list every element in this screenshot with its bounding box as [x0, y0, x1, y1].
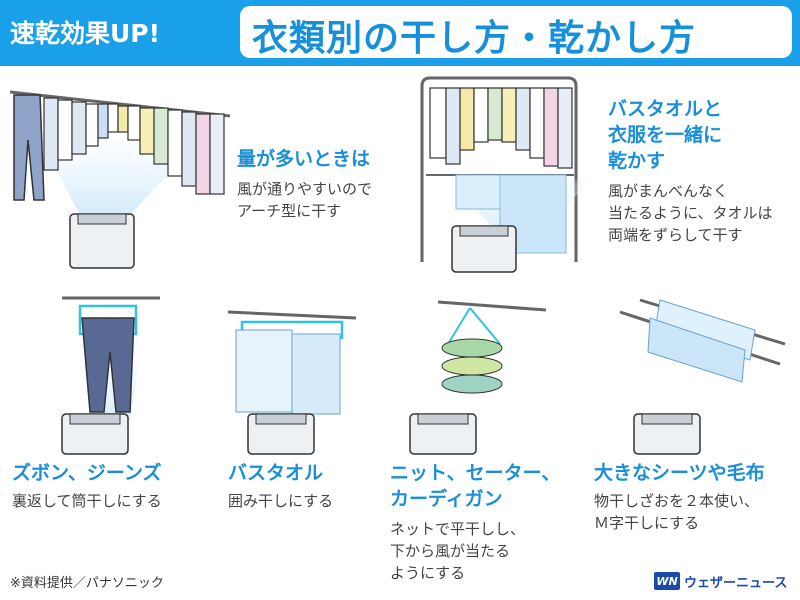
sheets-illustration	[619, 298, 786, 455]
many-desc-1: 風が通りやすいので	[237, 180, 373, 198]
sheets-desc-2: Ｍ字干しにする	[594, 514, 700, 532]
knit-desc-2: 下から風が当たる	[390, 542, 511, 560]
many-title: 量が多いときは	[237, 148, 371, 170]
many-desc-2: アーチ型に干す	[237, 202, 342, 220]
towel-mix-desc-2: 当たるように、タオルは	[608, 204, 773, 222]
bathtowel-desc: 囲み干しにする	[228, 492, 334, 510]
jeans-illustration	[61, 296, 160, 455]
arch-drying-illustration	[9, 90, 231, 269]
logo-mark: WN	[654, 572, 680, 590]
sheets-title: 大きなシーツや毛布	[594, 462, 765, 484]
bath-towel-illustration	[227, 310, 357, 455]
knit-net-illustration	[409, 300, 547, 455]
jeans-title: ズボン、ジーンズ	[12, 462, 162, 484]
jeans-desc: 裏返して筒干しにする	[12, 492, 162, 510]
bathtowel-title: バスタオル	[228, 462, 324, 484]
weathernews-logo: WN ウェザーニュース	[654, 570, 787, 592]
source-footnote: ※資料提供／パナソニック	[10, 576, 164, 591]
knit-desc-3: ようにする	[390, 564, 466, 582]
page-title: 衣類別の干し方・乾かし方	[252, 18, 697, 59]
towel-mix-desc-1: 風がまんべんなく	[608, 182, 729, 200]
knit-title-2: カーディガン	[390, 488, 503, 510]
illustrations	[9, 76, 786, 455]
header-bar: 速乾効果UP! 衣類別の干し方・乾かし方	[0, 0, 800, 66]
towel-mix-title-1: バスタオルと	[608, 98, 723, 120]
logo-text: ウェザーニュース	[684, 575, 788, 591]
towel-mix-title-2: 衣服を一緒に	[608, 124, 723, 146]
knit-desc-1: ネットで平干しし、	[390, 520, 526, 538]
towel-clothes-illustration	[420, 76, 590, 273]
towel-mix-title-3: 乾かす	[608, 150, 666, 172]
knit-title-1: ニット、セーター、	[390, 462, 561, 484]
header-left-title: 速乾効果UP!	[10, 19, 161, 48]
header-title-box	[240, 6, 792, 58]
towel-mix-desc-3: 両端をずらして干す	[608, 226, 743, 244]
sheets-desc-1: 物干しざおを２本使い、	[594, 492, 760, 510]
